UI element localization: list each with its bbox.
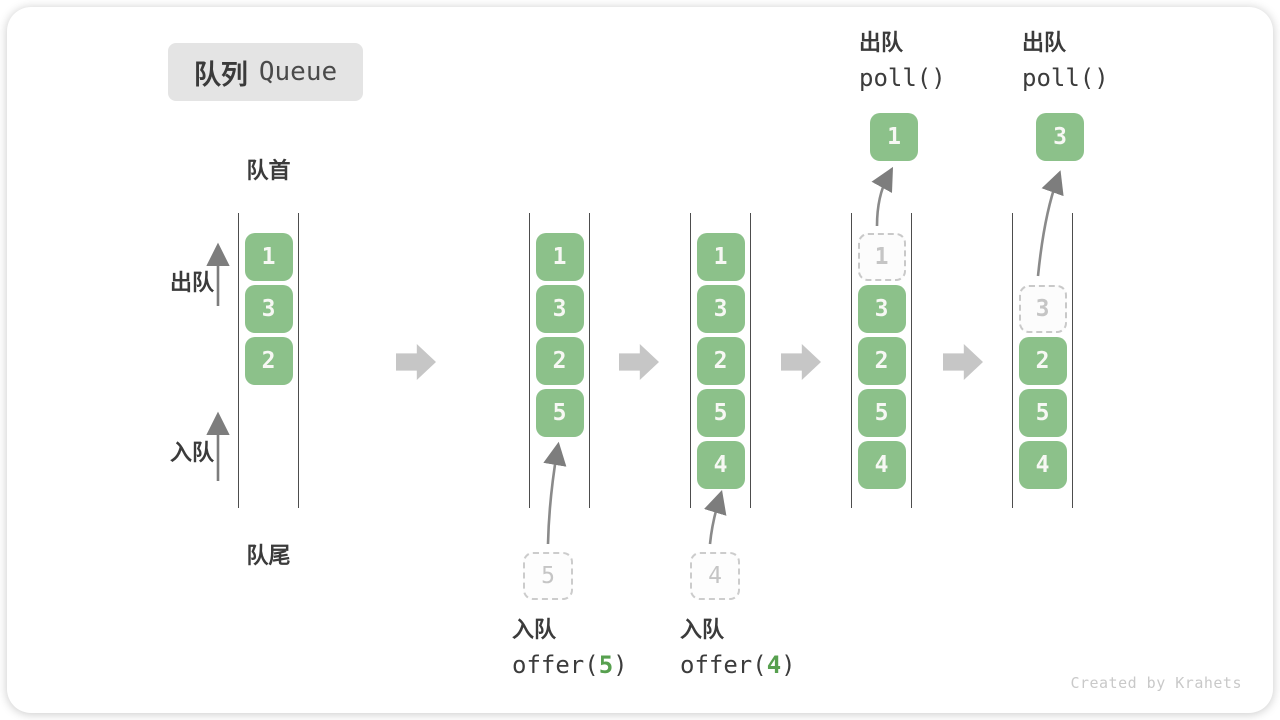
operation-code: poll() [859, 64, 946, 92]
operation-zh: 出队 [1022, 30, 1067, 55]
title-en: Queue [258, 57, 338, 87]
dequeued-box: 1 [870, 113, 918, 161]
code-prefix: offer( [680, 651, 767, 679]
queue-item: 2 [857, 337, 906, 385]
step-arrow-icon [781, 344, 821, 380]
queue-state-2: 1 3 2 5 [529, 213, 590, 508]
code-prefix: offer( [512, 651, 599, 679]
queue-item: 5 [535, 389, 584, 437]
pending-enqueue-box: 4 [690, 552, 740, 600]
operation-label-poll-3: 出队 poll() [1022, 26, 1109, 96]
label-queue-rear: 队尾 [246, 543, 291, 568]
label-enqueue-side: 入队 [170, 440, 215, 465]
queue-item: 3 [857, 285, 906, 333]
operation-zh: 出队 [859, 30, 904, 55]
operation-code: offer(4) [680, 647, 796, 683]
label-queue-front: 队首 [246, 158, 291, 183]
queue-item: 4 [1018, 441, 1067, 489]
queue-item: 2 [535, 337, 584, 385]
code-suffix: ) [781, 651, 796, 679]
queue-item: 5 [696, 389, 745, 437]
operation-label-poll-1: 出队 poll() [859, 26, 946, 96]
operation-code: offer(5) [512, 647, 628, 683]
queue-item-removed: 1 [857, 233, 906, 281]
queue-item: 4 [857, 441, 906, 489]
queue-item: 2 [696, 337, 745, 385]
step-arrow-icon [396, 344, 436, 380]
pending-enqueue-box: 5 [523, 552, 573, 600]
operation-label-offer-4: 入队 offer(4) [680, 613, 796, 683]
operation-zh: 入队 [680, 617, 725, 642]
queue-item-removed: 3 [1018, 285, 1067, 333]
queue-item: 3 [535, 285, 584, 333]
queue-state-3: 1 3 2 5 4 [690, 213, 751, 508]
label-dequeue-side: 出队 [170, 270, 215, 295]
step-arrow-icon [619, 344, 659, 380]
dequeued-box: 3 [1036, 113, 1084, 161]
queue-item: 2 [1018, 337, 1067, 385]
step-arrow-icon [943, 344, 983, 380]
queue-item: 1 [535, 233, 584, 281]
operation-zh: 入队 [512, 617, 557, 642]
operation-code: poll() [1022, 64, 1109, 92]
code-suffix: ) [613, 651, 628, 679]
title-zh: 队列 [193, 59, 248, 90]
operation-label-offer-5: 入队 offer(5) [512, 613, 628, 683]
queue-state-5: 3 2 5 4 [1012, 213, 1073, 508]
queue-state-4: 1 3 2 5 4 [851, 213, 912, 508]
queue-item: 3 [244, 285, 293, 333]
queue-item: 5 [857, 389, 906, 437]
code-arg: 5 [598, 651, 614, 679]
queue-item: 2 [244, 337, 293, 385]
queue-item: 3 [696, 285, 745, 333]
code-arg: 4 [766, 651, 782, 679]
queue-state-1: 1 3 2 [238, 213, 299, 508]
queue-item: 4 [696, 441, 745, 489]
queue-item: 1 [696, 233, 745, 281]
queue-item: 5 [1018, 389, 1067, 437]
title-badge: 队列 Queue [168, 43, 363, 101]
watermark: Created by Krahets [1070, 674, 1242, 692]
queue-item: 1 [244, 233, 293, 281]
